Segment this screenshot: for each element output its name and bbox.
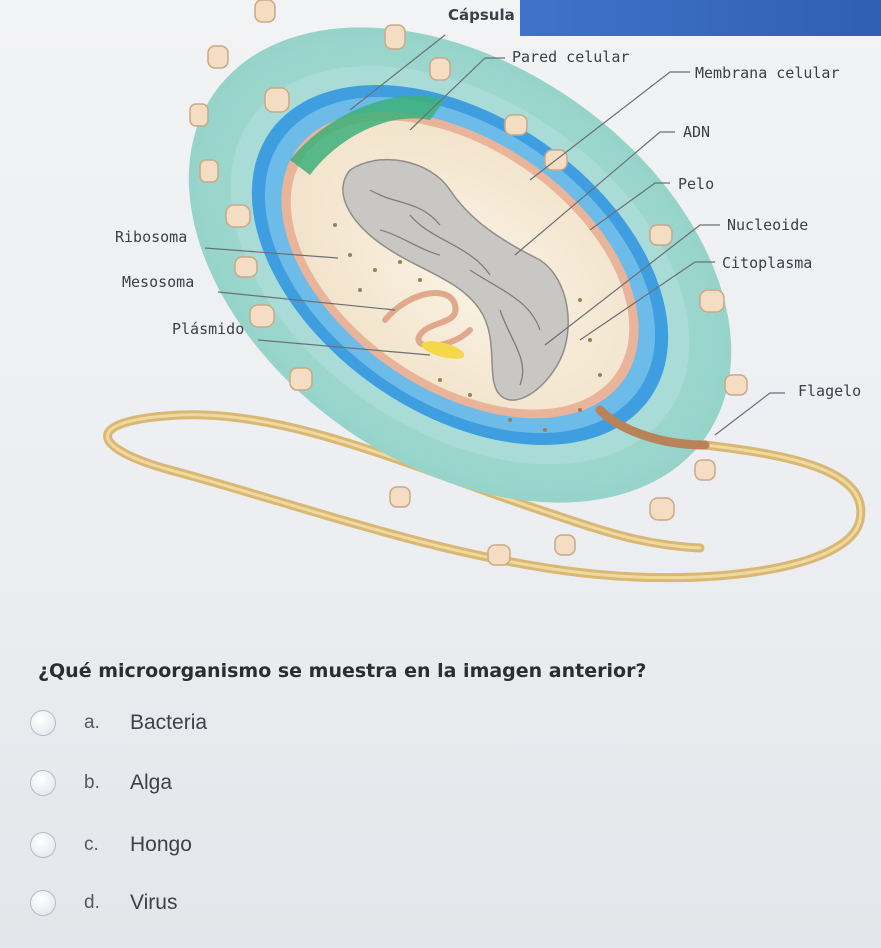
header-bar bbox=[520, 0, 881, 36]
label-cytoplasm: Citoplasma bbox=[722, 254, 812, 272]
option-d-label: Virus bbox=[130, 891, 178, 914]
option-b-label: Alga bbox=[130, 771, 173, 794]
label-mesosome: Mesosoma bbox=[122, 273, 194, 291]
label-leaders bbox=[204, 34, 785, 436]
nucleoid bbox=[342, 158, 569, 401]
bacteria-diagram: Cápsula Pared celular Membrana celular A… bbox=[103, 0, 866, 583]
label-flagellum: Flagelo bbox=[798, 382, 861, 400]
option-c-radio[interactable] bbox=[30, 832, 56, 858]
option-a-label: Bacteria bbox=[130, 711, 208, 734]
ribosomes bbox=[333, 223, 602, 432]
option-b-letter: b. bbox=[84, 772, 100, 793]
label-plasmid: Plásmido bbox=[172, 320, 244, 338]
label-cell-wall: Pared celular bbox=[512, 48, 629, 66]
option-a[interactable]: a. Bacteria bbox=[30, 706, 207, 740]
label-dna: ADN bbox=[683, 123, 710, 141]
label-ribosome: Ribosoma bbox=[115, 228, 187, 246]
option-c[interactable]: c. Hongo bbox=[30, 828, 192, 862]
option-d[interactable]: d. Virus bbox=[30, 886, 177, 920]
label-nucleoid: Nucleoide bbox=[727, 216, 808, 234]
label-capsule: Cápsula bbox=[448, 6, 515, 24]
option-c-label: Hongo bbox=[130, 833, 192, 856]
option-d-radio[interactable] bbox=[30, 890, 56, 916]
label-pilus: Pelo bbox=[678, 175, 714, 193]
label-cell-membrane: Membrana celular bbox=[695, 64, 840, 82]
option-b-radio[interactable] bbox=[30, 770, 56, 796]
option-a-letter: a. bbox=[84, 712, 100, 733]
question-text: ¿Qué microorganismo se muestra en la ima… bbox=[38, 660, 647, 682]
option-d-letter: d. bbox=[84, 892, 100, 913]
option-a-radio[interactable] bbox=[30, 710, 56, 736]
option-c-letter: c. bbox=[84, 834, 99, 855]
plasmid bbox=[421, 341, 465, 359]
option-b[interactable]: b. Alga bbox=[30, 766, 172, 800]
